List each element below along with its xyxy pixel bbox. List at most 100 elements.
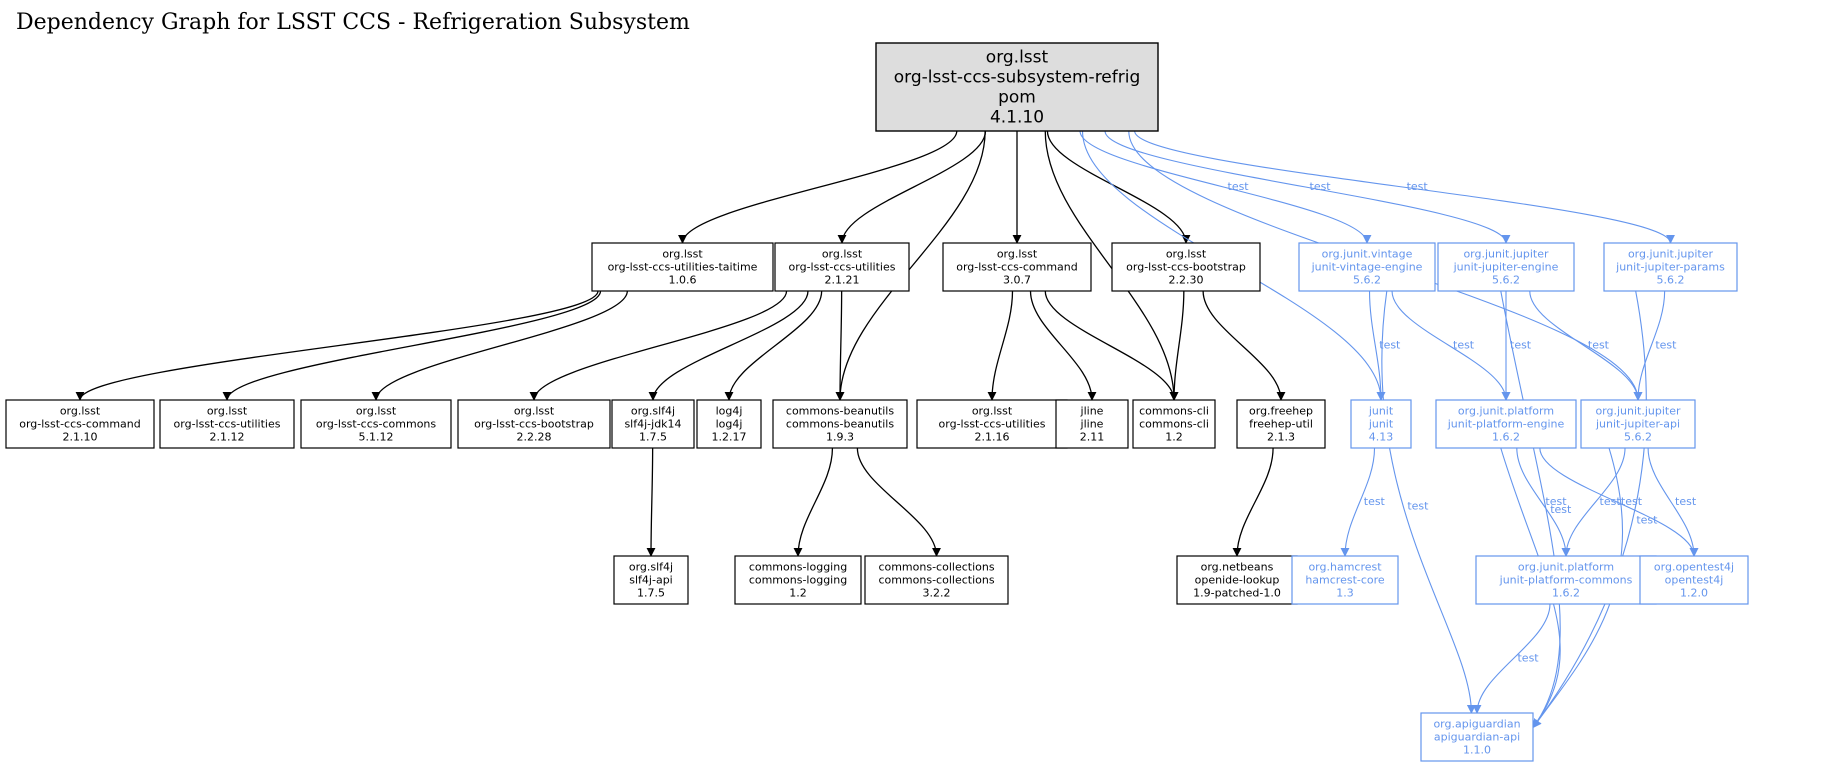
node-label-line: 1.1.0 xyxy=(1463,744,1491,757)
edge-label: test xyxy=(1364,495,1386,508)
node-label-line: log4j xyxy=(716,405,743,418)
edge-boot2230-to-cli xyxy=(1169,290,1185,401)
node-taitime: org.lsstorg-lsst-ccs-utilities-taitime1.… xyxy=(591,242,774,292)
node-label-line: org-lsst-ccs-utilities xyxy=(789,261,896,274)
node-label-line: org.apiguardian xyxy=(1433,718,1520,731)
node-box xyxy=(591,242,774,292)
node-root: org.lsstorg-lsst-ccs-subsystem-refrigpom… xyxy=(875,42,1159,132)
node-box xyxy=(1236,399,1326,449)
node-label-line: junit-jupiter-api xyxy=(1595,418,1680,431)
node-label-line: commons-collections xyxy=(878,574,994,587)
node-box xyxy=(1350,399,1412,449)
node-label-line: log4j xyxy=(716,418,743,431)
node-box xyxy=(1435,399,1577,449)
node-platcommons: org.junit.platformjunit-platform-commons… xyxy=(1475,555,1657,605)
edge-beanutils-to-logging xyxy=(793,447,834,557)
node-label-line: org.junit.jupiter xyxy=(1595,405,1681,418)
node-label-line: org-lsst-ccs-bootstrap xyxy=(474,418,594,431)
node-label-line: org-lsst-ccs-command xyxy=(19,418,141,431)
node-label-line: 2.2.30 xyxy=(1169,274,1204,287)
edge-platcommons-to-apiguardian xyxy=(1472,603,1551,714)
node-label-line: hamcrest-core xyxy=(1305,574,1385,587)
node-label-line: org.freehep xyxy=(1249,405,1313,418)
node-label-line: 1.7.5 xyxy=(639,431,667,444)
edge-jupapi-to-apiguardian xyxy=(1532,447,1623,729)
node-label-line: jline xyxy=(1080,418,1104,431)
node-label-line: 1.2.0 xyxy=(1680,587,1708,600)
node-label-line: org-lsst-ccs-subsystem-refrig xyxy=(894,68,1141,88)
node-label-line: org.lsst xyxy=(356,405,397,418)
node-label-line: commons-collections xyxy=(878,561,994,574)
node-box xyxy=(942,242,1092,292)
node-box xyxy=(613,555,689,605)
edge-root-to-vintage xyxy=(1079,130,1372,244)
edge-root-to-jupengine xyxy=(1104,130,1511,244)
edge-label: test xyxy=(1675,495,1697,508)
node-label-line: org.lsst xyxy=(662,248,703,261)
node-label-line: org-lsst-ccs-utilities xyxy=(174,418,281,431)
node-label-line: 2.1.3 xyxy=(1267,431,1295,444)
node-box xyxy=(300,399,452,449)
node-label-line: commons-logging xyxy=(749,561,847,574)
node-label-line: junit-jupiter-engine xyxy=(1453,261,1559,274)
node-label-line: 2.1.12 xyxy=(210,431,245,444)
node-label-line: 1.7.5 xyxy=(637,587,665,600)
node-label-line: org.lsst xyxy=(986,48,1049,68)
node-box xyxy=(916,399,1068,449)
edge-label: test xyxy=(1310,180,1332,193)
node-label-line: 5.6.2 xyxy=(1624,431,1652,444)
edge-vintage-to-junit xyxy=(1368,290,1386,401)
node-label-line: junit-platform-engine xyxy=(1447,418,1565,431)
node-label-line: 1.6.2 xyxy=(1552,587,1580,600)
node-box xyxy=(875,42,1159,132)
node-label-line: org.lsst xyxy=(822,248,863,261)
node-label-line: org.slf4j xyxy=(631,405,675,418)
node-label-line: 5.6.2 xyxy=(1353,274,1381,287)
node-vintage: org.junit.vintagejunit-vintage-engine5.6… xyxy=(1298,242,1436,292)
edge-platengine-to-opentest4j xyxy=(1539,447,1699,557)
node-box xyxy=(457,399,611,449)
node-box xyxy=(1420,712,1534,762)
node-label-line: org.junit.jupiter xyxy=(1463,248,1549,261)
node-label-line: 1.6.2 xyxy=(1492,431,1520,444)
node-label-line: apiguardian-api xyxy=(1434,731,1520,744)
node-label-line: 4.1.10 xyxy=(990,108,1044,128)
node-label-line: org.junit.platform xyxy=(1518,561,1614,574)
node-box xyxy=(1475,555,1657,605)
node-label-line: org.lsst xyxy=(514,405,555,418)
nodes-layer: org.lsstorg-lsst-ccs-subsystem-refrigpom… xyxy=(5,42,1749,762)
node-label-line: 4.13 xyxy=(1369,431,1394,444)
edge-jupapi-to-opentest4j xyxy=(1647,447,1699,557)
node-label-line: org-lsst-ccs-utilities-taitime xyxy=(608,261,758,274)
edge-root-to-boot2230 xyxy=(1046,130,1191,244)
edge-label: test xyxy=(1379,339,1401,352)
node-label-line: org-lsst-ccs-utilities xyxy=(939,418,1046,431)
node-box xyxy=(1580,399,1696,449)
node-label-line: org-lsst-ccs-command xyxy=(956,261,1078,274)
node-label-line: 1.2.17 xyxy=(712,431,747,444)
node-label-line: 2.2.28 xyxy=(517,431,552,444)
edge-label: test xyxy=(1407,500,1429,513)
node-box xyxy=(774,242,910,292)
edge-jupapi-to-platcommons xyxy=(1561,447,1626,557)
edge-label: test xyxy=(1655,339,1677,352)
node-label-line: org.junit.vintage xyxy=(1322,248,1413,261)
node-label-line: jline xyxy=(1080,405,1104,418)
node-jupparams: org.junit.jupiterjunit-jupiter-params5.6… xyxy=(1603,242,1738,292)
edge-boot2230-to-freehep xyxy=(1202,290,1286,401)
edge-util2121-to-log4j xyxy=(724,290,823,401)
edge-cmd307-to-jline xyxy=(1029,290,1097,401)
node-label-line: 2.11 xyxy=(1080,431,1105,444)
node-box xyxy=(1055,399,1129,449)
node-label-line: org.lsst xyxy=(207,405,248,418)
node-label-line: org.lsst xyxy=(972,405,1013,418)
node-label-line: pom xyxy=(998,88,1036,108)
